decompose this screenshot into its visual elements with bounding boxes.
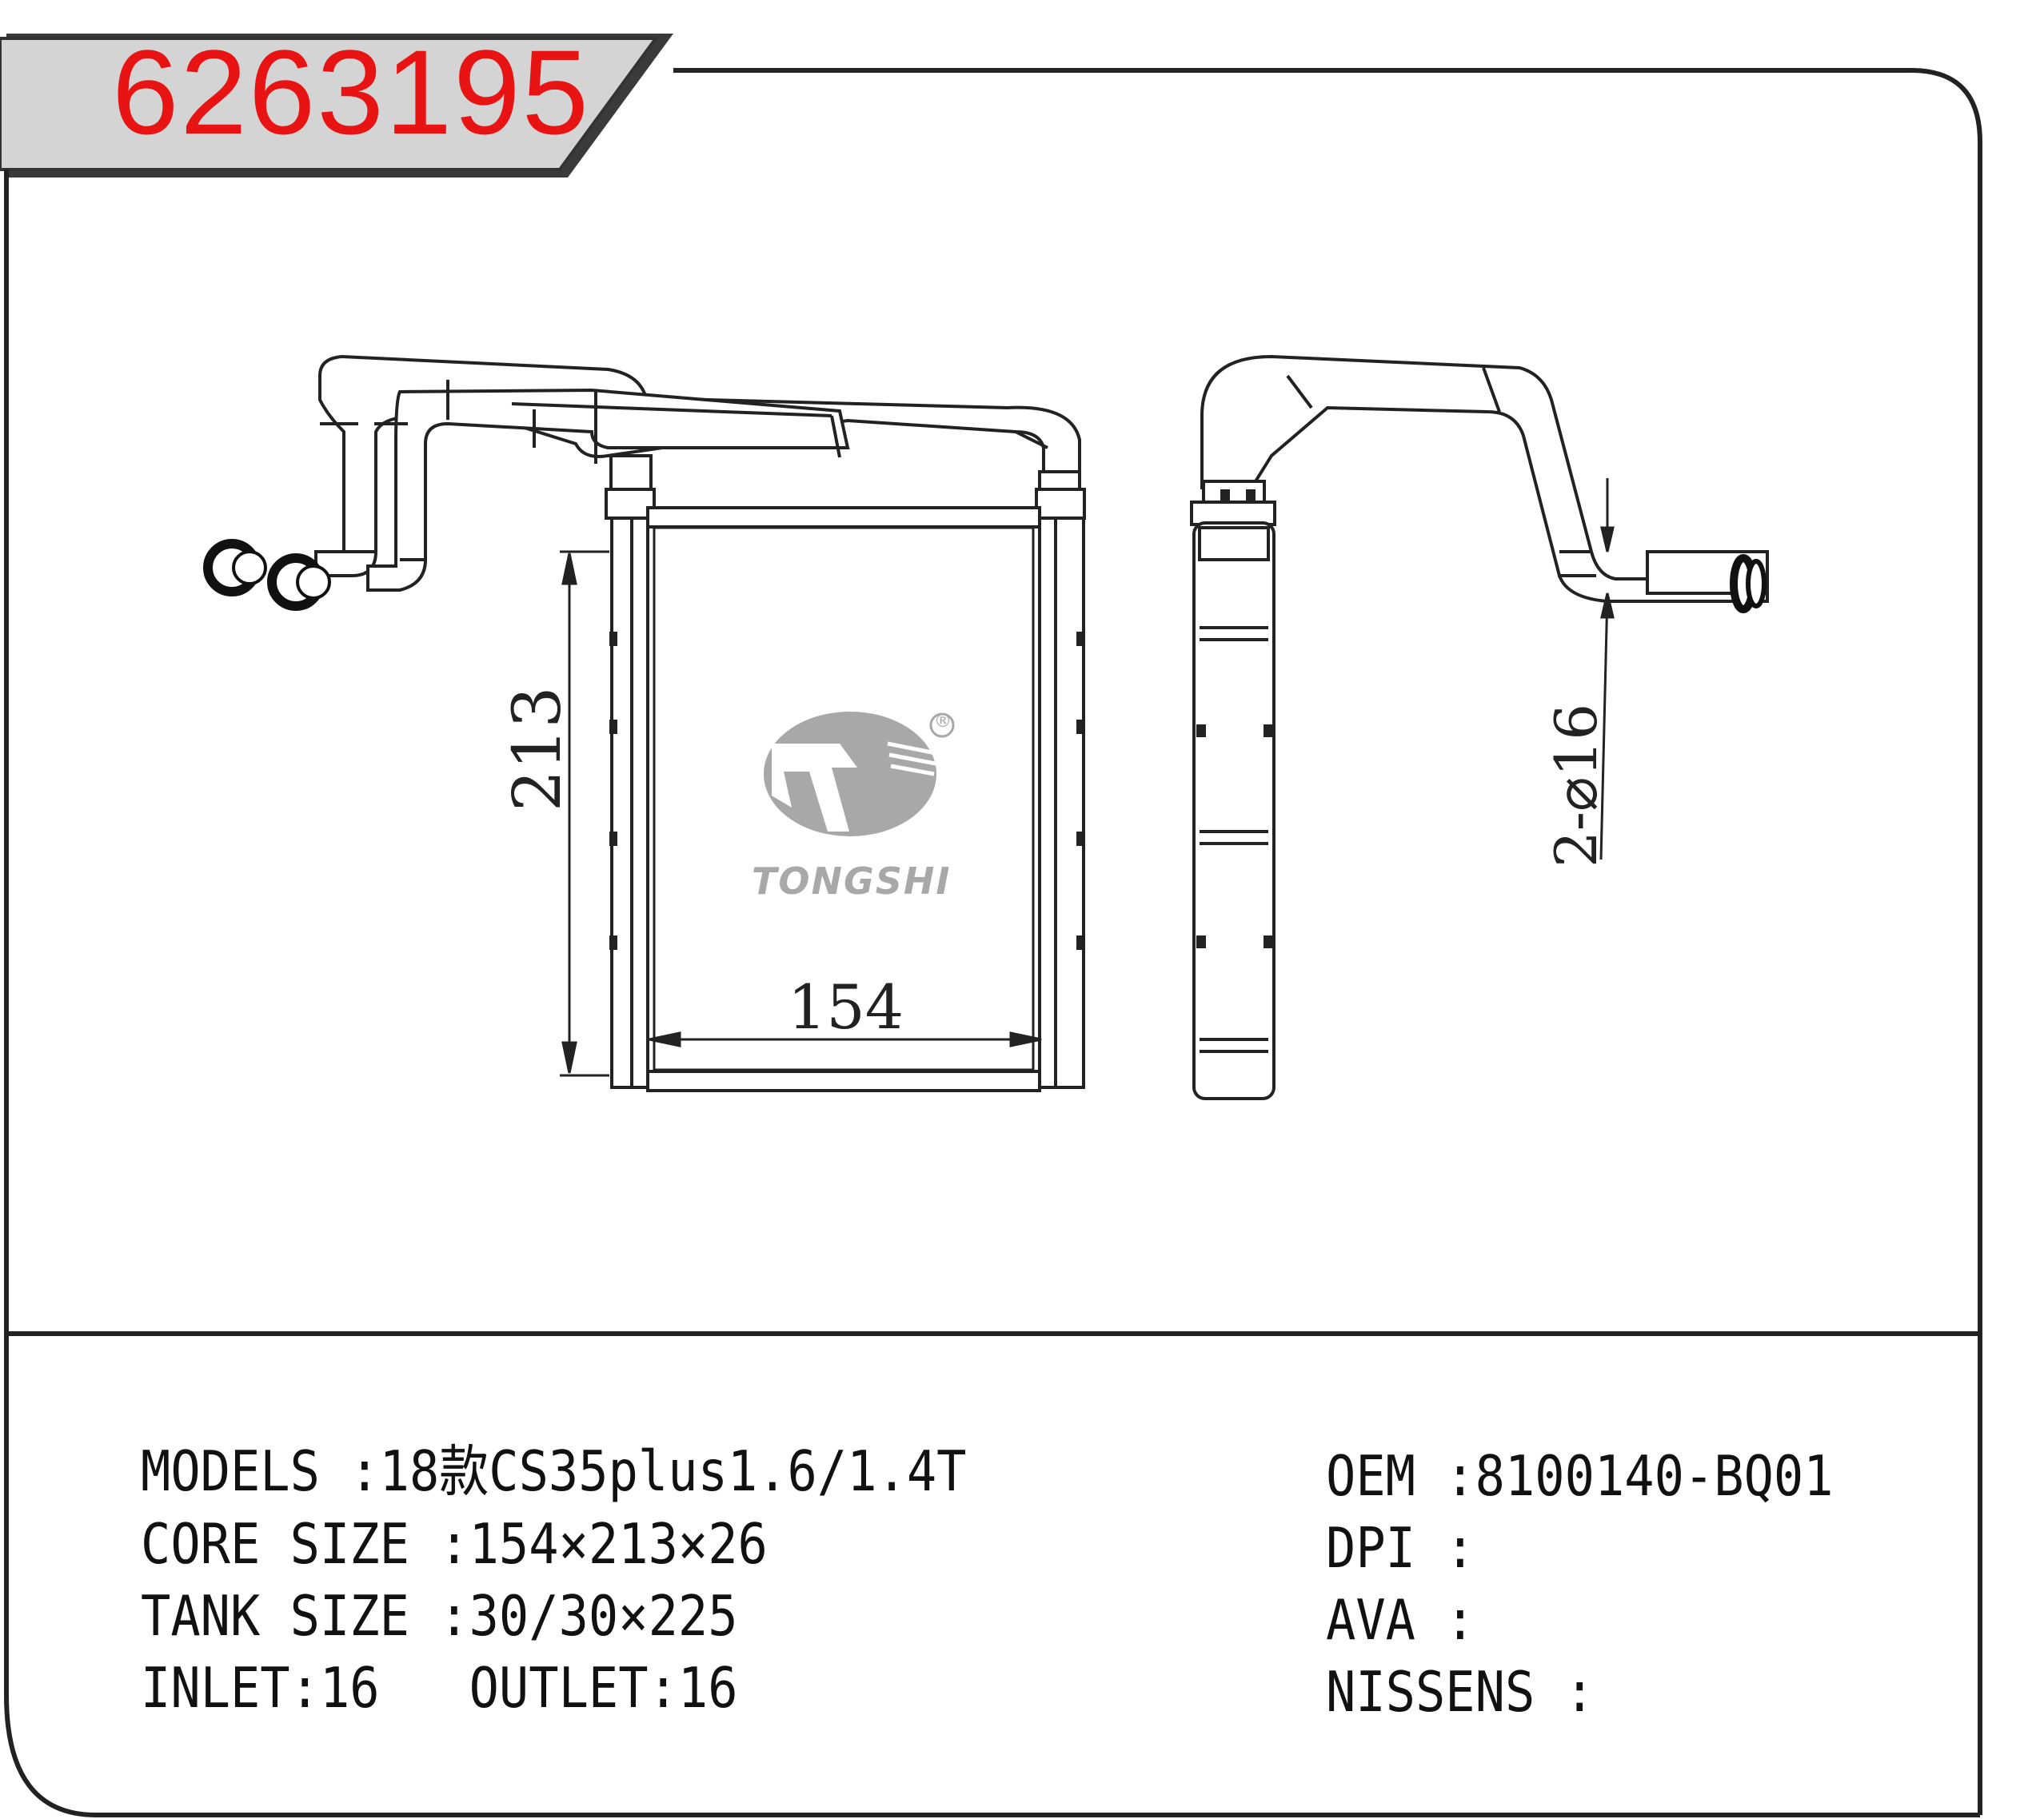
inlet-value: 16 (319, 1655, 380, 1721)
spec-oem: OEM :8100140-BQ01 (1326, 1448, 1834, 1504)
spec-separator: : (409, 1583, 469, 1649)
spec-ava: AVA : (1326, 1592, 1475, 1648)
width-dimension-label: 154 (788, 971, 904, 1043)
spec-label: NISSENS (1326, 1659, 1535, 1725)
spec-value: 18款CS35plus1.6/1.4T (379, 1438, 967, 1505)
spec-separator: : (1415, 1587, 1475, 1653)
part-number: 6263195 (112, 25, 590, 159)
height-dimension-label: 213 (500, 686, 576, 812)
side-view-bolts (1196, 489, 1273, 948)
inlet-label: INLET (141, 1655, 290, 1721)
spec-separator: : (1535, 1659, 1595, 1725)
outlet-label: OUTLET (469, 1655, 649, 1721)
spec-tank-size: TANK SIZE :30/30×225 (141, 1588, 738, 1644)
pipe-diameter-label: 2-⌀16 (1543, 703, 1610, 868)
spec-label: TANK SIZE (141, 1583, 409, 1649)
tongshi-logo-mark (764, 712, 955, 836)
spec-label: MODELS (141, 1438, 320, 1505)
spec-core-size: CORE SIZE :154×213×26 (141, 1516, 768, 1572)
part-number-badge (0, 37, 659, 171)
spec-separator: : (409, 1511, 469, 1578)
spec-label: OEM (1326, 1443, 1415, 1510)
spec-value: 30/30×225 (469, 1583, 738, 1649)
spec-nissens: NISSENS : (1326, 1664, 1595, 1720)
spec-separator: : (1415, 1515, 1475, 1582)
spec-label: AVA (1326, 1587, 1415, 1653)
pipe-diameter-dimension (1599, 478, 1615, 860)
spec-value: 154×213×26 (469, 1511, 768, 1578)
spec-value: 8100140-BQ01 (1475, 1443, 1834, 1510)
spec-models: MODELS :18款CS35plus1.6/1.4T (141, 1443, 967, 1499)
spec-dpi: DPI : (1326, 1520, 1475, 1576)
spec-separator: : (1415, 1443, 1475, 1510)
front-view-ports (203, 539, 331, 611)
front-view-clips (609, 632, 1084, 950)
spec-inlet-outlet: INLET:16 OUTLET:16 (141, 1655, 738, 1721)
registered-mark: ® (934, 712, 952, 732)
spec-separator: : (319, 1438, 380, 1505)
outlet-value: 16 (677, 1655, 738, 1721)
sheet-border (4, 68, 1982, 1817)
height-dimension (560, 550, 609, 1077)
spec-label: CORE SIZE (141, 1511, 409, 1578)
spec-label: DPI (1326, 1515, 1415, 1582)
side-view (1190, 354, 1769, 1100)
side-view-ports (1730, 554, 1767, 613)
brand-name: TONGSHI (752, 860, 952, 903)
width-dimension (649, 1031, 1042, 1047)
